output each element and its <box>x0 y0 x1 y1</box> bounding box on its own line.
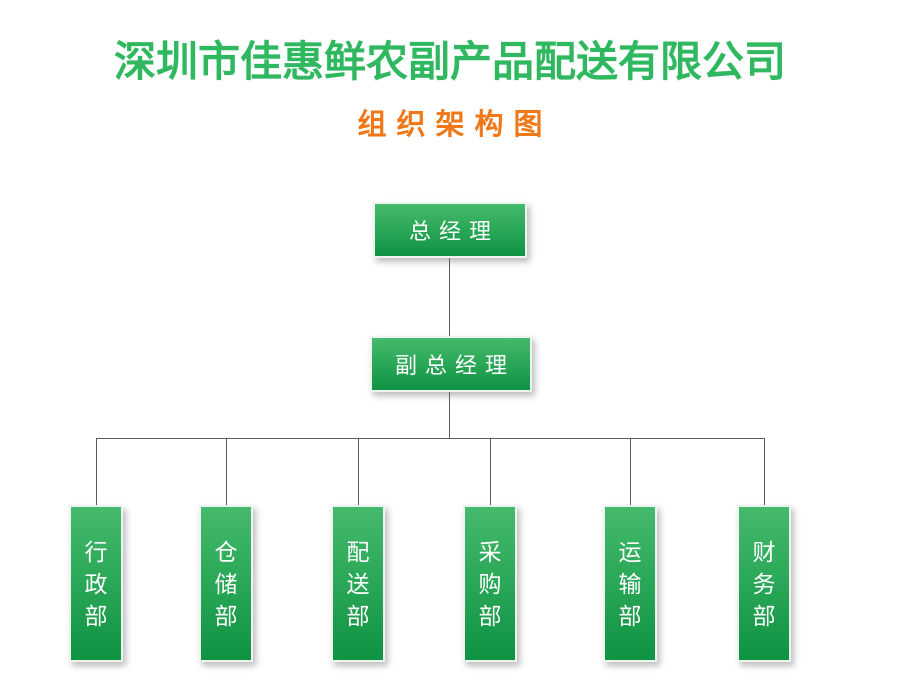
connector-bus-line <box>96 438 764 439</box>
node-label: 行政部 <box>84 538 108 629</box>
node-dept-admin: 行政部 <box>69 505 123 662</box>
node-dept-delivery: 配送部 <box>331 505 385 662</box>
node-dept-transport: 运输部 <box>603 505 657 662</box>
node-dept-warehouse: 仓储部 <box>199 505 253 662</box>
node-dept-finance: 财务部 <box>737 505 791 662</box>
connector-drop-finance <box>764 438 765 505</box>
connector-gm-to-dgm <box>449 258 450 336</box>
chart-subtitle: 组织架构图 <box>357 109 553 141</box>
company-title: 深圳市佳惠鲜农副产品配送有限公司 <box>113 38 786 85</box>
connector-drop-admin <box>96 438 97 505</box>
node-label: 仓储部 <box>214 538 238 629</box>
connector-drop-purchasing <box>490 438 491 505</box>
node-dept-purchasing: 采购部 <box>463 505 517 662</box>
node-label: 配送部 <box>346 538 370 629</box>
node-label: 总经理 <box>408 219 499 244</box>
node-label: 财务部 <box>752 538 776 629</box>
node-label: 采购部 <box>478 538 502 629</box>
node-label: 运输部 <box>618 538 642 629</box>
connector-drop-transport <box>630 438 631 505</box>
connector-drop-delivery <box>358 438 359 505</box>
node-general-manager: 总经理 <box>373 202 527 258</box>
node-deputy-general-manager: 副总经理 <box>370 336 532 392</box>
connector-dgm-to-bus <box>449 392 450 438</box>
node-label: 副总经理 <box>394 353 515 378</box>
connector-drop-warehouse <box>226 438 227 505</box>
